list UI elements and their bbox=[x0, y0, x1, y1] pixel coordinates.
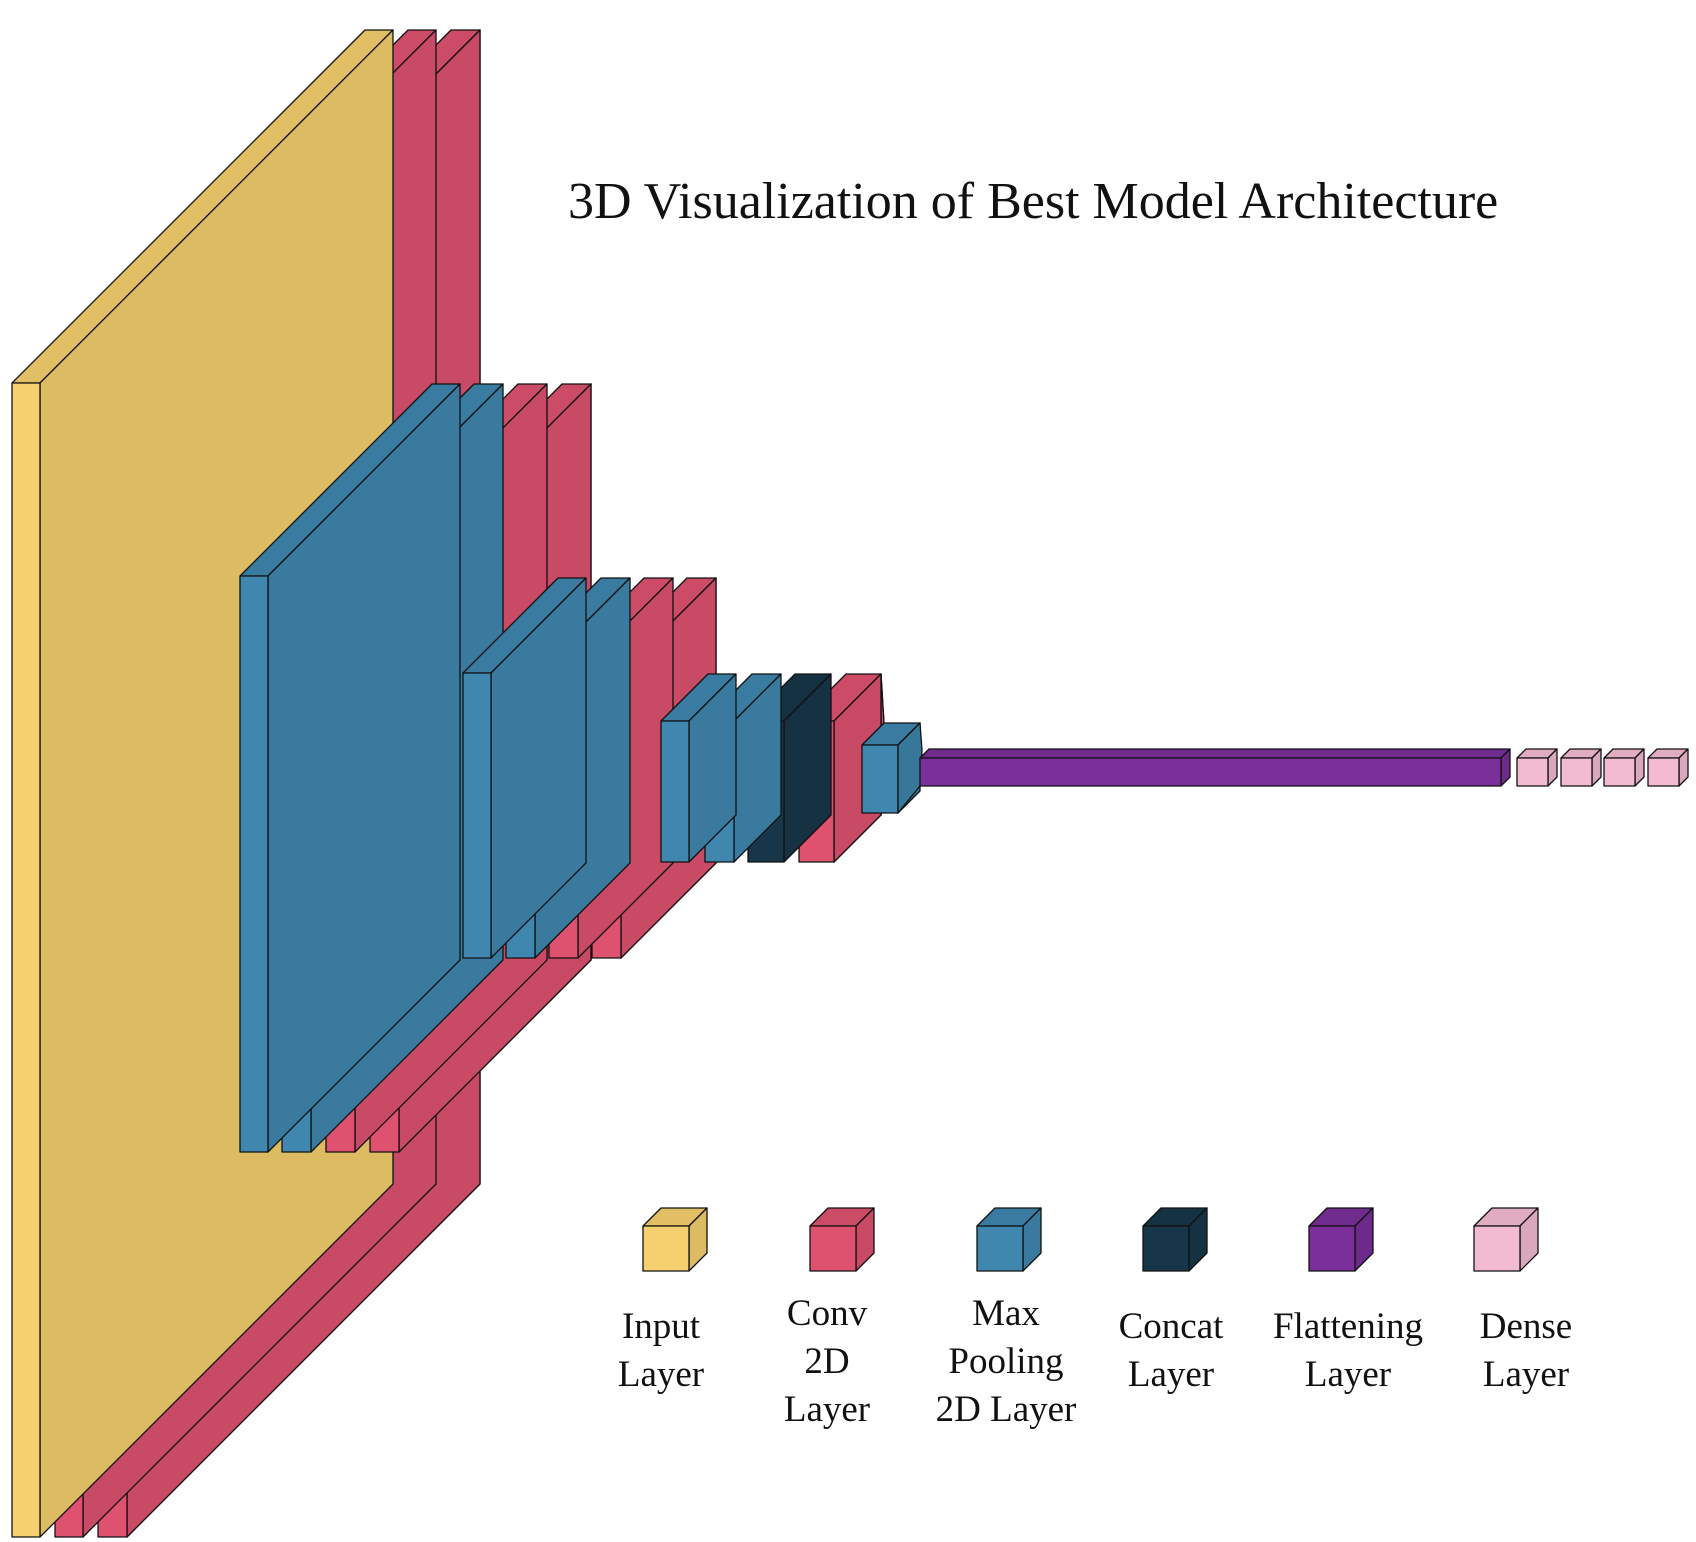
page-title: 3D Visualization of Best Model Architect… bbox=[568, 173, 1499, 230]
legend-label-flatten: Flattening Layer bbox=[1248, 1303, 1448, 1399]
legend-label-line: 2D bbox=[804, 1341, 850, 1382]
legend-cubes bbox=[642, 1207, 1539, 1272]
legend-label-dense: Dense Layer bbox=[1426, 1303, 1626, 1399]
legend-label-line: Layer bbox=[783, 1389, 871, 1430]
legend-cube-conv bbox=[809, 1207, 875, 1272]
legend-cube-input-front bbox=[642, 1225, 690, 1272]
stage-1-input-block-front bbox=[11, 382, 41, 1538]
legend-label-line: Flattening bbox=[1272, 1306, 1424, 1347]
stage-1-input-block bbox=[11, 29, 394, 1538]
legend-label-line: Pooling bbox=[948, 1341, 1064, 1382]
dense-block-4 bbox=[1647, 748, 1689, 787]
layer-blocks bbox=[11, 29, 1689, 1538]
legend-cube-concat-front bbox=[1142, 1225, 1190, 1272]
legend-cube-conv-front bbox=[809, 1225, 857, 1272]
legend-cube-flatten-front bbox=[1308, 1225, 1356, 1272]
stage-4-maxpool-block-front bbox=[660, 720, 690, 863]
legend-label-line: Layer bbox=[617, 1354, 705, 1395]
legend-label-line: Dense bbox=[1479, 1306, 1573, 1347]
dense-block-3-front bbox=[1603, 757, 1636, 787]
stage-2-maxpool-block bbox=[239, 383, 461, 1153]
legend-label-line: Layer bbox=[1482, 1354, 1570, 1395]
legend-cube-dense bbox=[1473, 1207, 1539, 1272]
dense-block-1 bbox=[1516, 748, 1558, 787]
legend-label-line: Max bbox=[972, 1293, 1040, 1334]
legend-cube-input bbox=[642, 1207, 708, 1272]
legend-label-conv: Conv 2D Layer bbox=[727, 1290, 927, 1434]
dense-block-2 bbox=[1560, 748, 1602, 787]
dense-block-3 bbox=[1603, 748, 1645, 787]
stage-2-maxpool-block-front bbox=[239, 575, 269, 1153]
flatten-block-front bbox=[919, 757, 1502, 787]
legend-cube-flatten bbox=[1308, 1207, 1374, 1272]
legend-cube-maxpool bbox=[976, 1207, 1042, 1272]
stage-3-maxpool-block-front bbox=[462, 672, 492, 959]
legend-label-line: Input bbox=[621, 1306, 701, 1347]
legend-label-line: Concat bbox=[1118, 1306, 1224, 1347]
stage-5-maxpool-block-front bbox=[861, 744, 899, 814]
legend-label-input: Input Layer bbox=[561, 1303, 761, 1399]
dense-block-1-front bbox=[1516, 757, 1549, 787]
legend-cube-concat bbox=[1142, 1207, 1208, 1272]
legend-label-concat: Concat Layer bbox=[1071, 1303, 1271, 1399]
legend-label-line: Conv bbox=[786, 1293, 868, 1334]
legend-cube-dense-front bbox=[1473, 1225, 1521, 1272]
legend-label-line: 2D Layer bbox=[935, 1389, 1077, 1430]
legend-label-line: Layer bbox=[1304, 1354, 1392, 1395]
flatten-block bbox=[919, 748, 1511, 787]
legend-label-line: Layer bbox=[1127, 1354, 1215, 1395]
stage-3-maxpool-block bbox=[462, 577, 587, 959]
dense-block-2-front bbox=[1560, 757, 1593, 787]
dense-block-4-front bbox=[1647, 757, 1680, 787]
legend-cube-maxpool-front bbox=[976, 1225, 1024, 1272]
stage-4-maxpool-block bbox=[660, 673, 737, 863]
legend-label-maxpool: Max Pooling 2D Layer bbox=[906, 1290, 1106, 1434]
flatten-block-top bbox=[919, 748, 1511, 759]
